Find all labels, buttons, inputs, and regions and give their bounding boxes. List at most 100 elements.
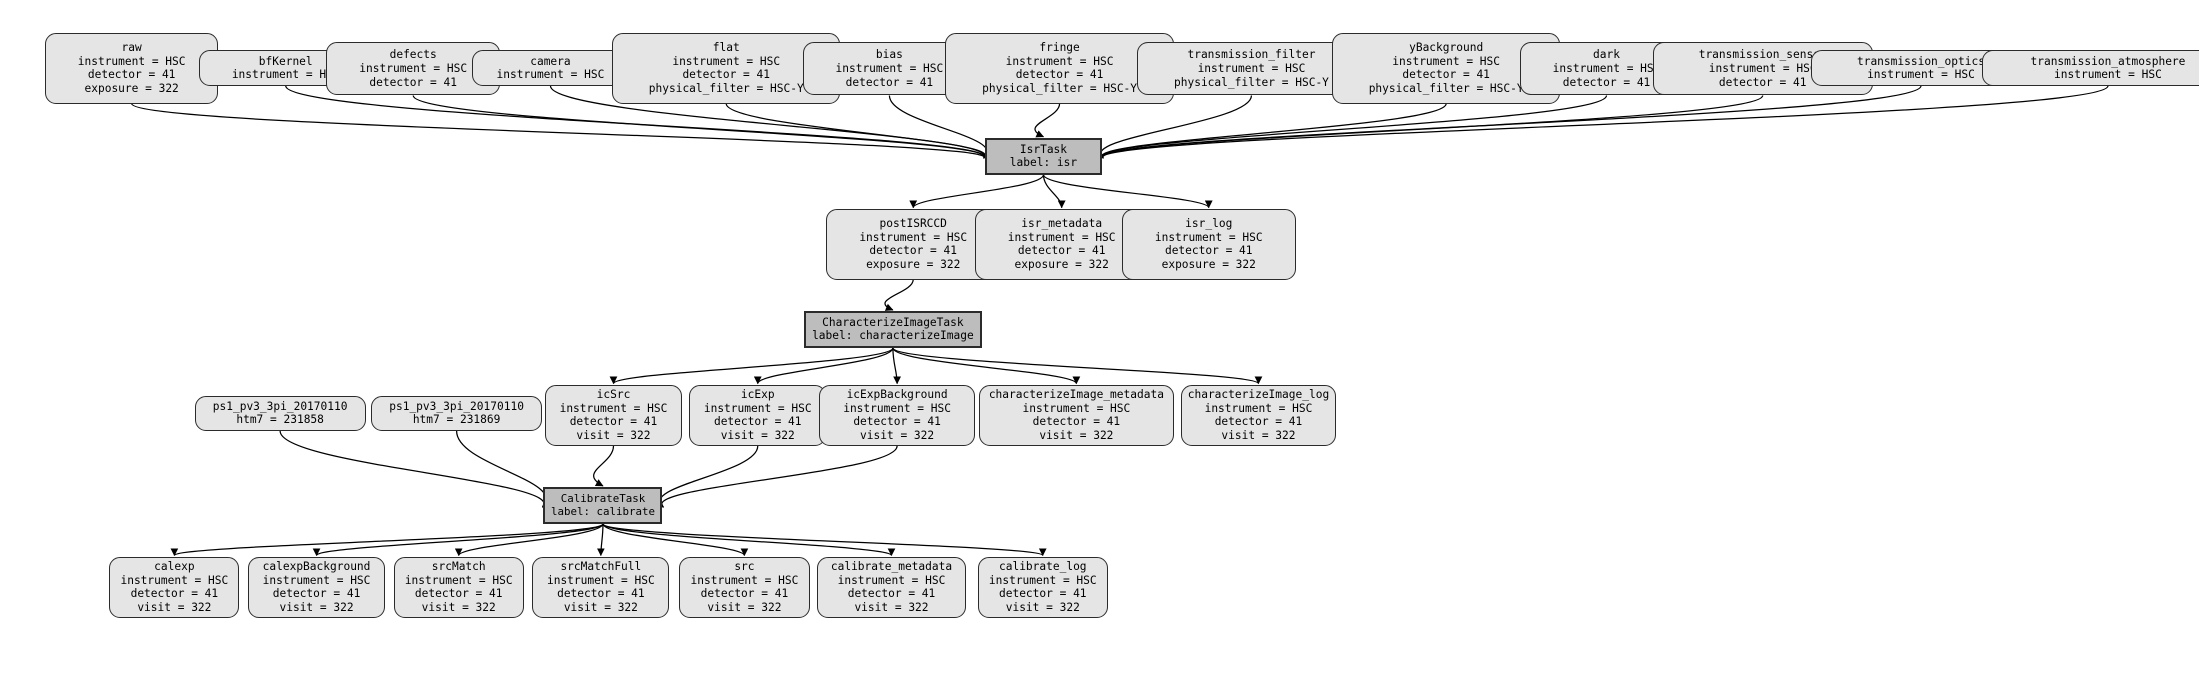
edge-CharacterizeImageTask-to-characterizeImage_log (892, 347, 1263, 385)
node-dimension: detector = 41 (272, 587, 361, 601)
edge-CalibrateTask-to-calibrate_log (602, 523, 1047, 557)
node-dimension: detector = 41 (1015, 68, 1104, 82)
node-dimension: instrument = HSC (843, 401, 951, 415)
node-dimension: label: calibrate (550, 505, 655, 519)
node-dimension: visit = 322 (1005, 600, 1080, 614)
node-title: isr_log (1185, 216, 1233, 230)
node-dimension: visit = 322 (720, 428, 795, 442)
node-dimension: instrument = HSC (1197, 62, 1306, 76)
node-dimension: htm7 = 231869 (412, 413, 501, 427)
node-title: icSrc (596, 388, 631, 402)
edge-CharacterizeImageTask-to-icExpBackground (892, 347, 901, 385)
edge-icExpBackground-to-CalibrateTask (655, 445, 898, 508)
node-dimension: detector = 41 (1164, 244, 1253, 258)
node-dimension: detector = 41 (700, 587, 789, 601)
node-title: yBackground (1409, 41, 1484, 54)
node-title: postISRCCD (879, 216, 947, 230)
node-title: ps1_pv3_3pi_20170110 (389, 399, 524, 413)
node-dimension: instrument = HSC (120, 573, 229, 587)
node-dimension: detector = 41 (845, 75, 934, 89)
node-dimension: detector = 41 (414, 587, 503, 601)
node-dimension: detector = 41 (853, 415, 941, 429)
node-dimension: instrument = HSC (988, 573, 1097, 587)
node-dimension: detector = 41 (557, 587, 645, 601)
node-dimension: detector = 41 (369, 75, 457, 89)
node-dimension: instrument = HSC (559, 401, 668, 415)
node-title: isr_metadata (1021, 216, 1103, 230)
node-title: src (734, 560, 755, 573)
node-dimension: instrument = HSC (703, 401, 812, 415)
edge-transmission_sensor-to-IsrTask (1095, 94, 1764, 159)
edge-CalibrateTask-to-src (602, 523, 749, 557)
node-dimension: visit = 322 (860, 428, 935, 442)
node-title: calibrate_log (998, 560, 1087, 573)
node-dimension: exposure = 322 (866, 257, 961, 271)
node-dimension: exposure = 322 (1161, 257, 1256, 271)
edge-CharacterizeImageTask-to-icExp (753, 347, 894, 385)
node-dimension: htm7 = 231858 (236, 413, 324, 427)
node-dimension: exposure = 322 (1014, 257, 1109, 271)
node-dimension: visit = 322 (576, 428, 651, 442)
node-title: srcMatchFull (560, 560, 642, 573)
edge-postISRCCD-to-CharacterizeImageTask (884, 279, 914, 311)
edge-dark-to-IsrTask (1095, 95, 1608, 159)
node-dimension: label: isr (1009, 156, 1078, 170)
node-dimension: instrument = HSC (1022, 401, 1131, 415)
node-dimension: instrument = HSC (77, 54, 186, 68)
edge-ps1_htm7_231869-to-CalibrateTask (455, 430, 551, 508)
node-dimension: detector = 41 (682, 68, 770, 82)
node-title: calexp (154, 560, 195, 573)
node-title: transmission_sensor (1698, 48, 1827, 62)
node-dimension: detector = 41 (713, 415, 802, 429)
node-dimension: instrument = HSC (1867, 68, 1975, 82)
node-dimension: label: characterizeImage (812, 329, 974, 343)
node-title: transmission_optics (1856, 54, 1985, 68)
node-dimension: visit = 322 (137, 600, 212, 614)
node-title: bfKernel (258, 54, 313, 68)
node-title: icExpBackground (846, 388, 948, 402)
node-dimension: detector = 41 (569, 415, 658, 429)
node-dimension: detector = 41 (1214, 415, 1303, 429)
node-dimension: instrument = HSC (1005, 54, 1114, 68)
node-title: characterizeImage_metadata (988, 388, 1164, 402)
node-title: characterizeImage_log (1187, 388, 1330, 402)
node-title: srcMatch (431, 560, 486, 573)
node-dimension: instrument = HSC (262, 573, 371, 587)
node-title: icExp (740, 388, 775, 402)
node-title: fringe (1039, 41, 1080, 54)
edge-icExp-to-CalibrateTask (655, 445, 759, 508)
node-title: transmission_atmosphere (2030, 54, 2186, 68)
node-dimension: instrument = HSC (835, 62, 944, 76)
edge-CharacterizeImageTask-to-icSrc (609, 347, 894, 385)
edge-CalibrateTask-to-calexpBackground (312, 523, 604, 557)
node-dimension: instrument = HSC (690, 573, 799, 587)
node-title: bias (875, 48, 903, 62)
node-dimension: instrument = HSC (546, 573, 655, 587)
edge-IsrTask-to-isr_log (1042, 174, 1213, 209)
node-dimension: instrument = HSC (859, 230, 968, 244)
edge-icSrc-to-CalibrateTask (593, 445, 615, 487)
